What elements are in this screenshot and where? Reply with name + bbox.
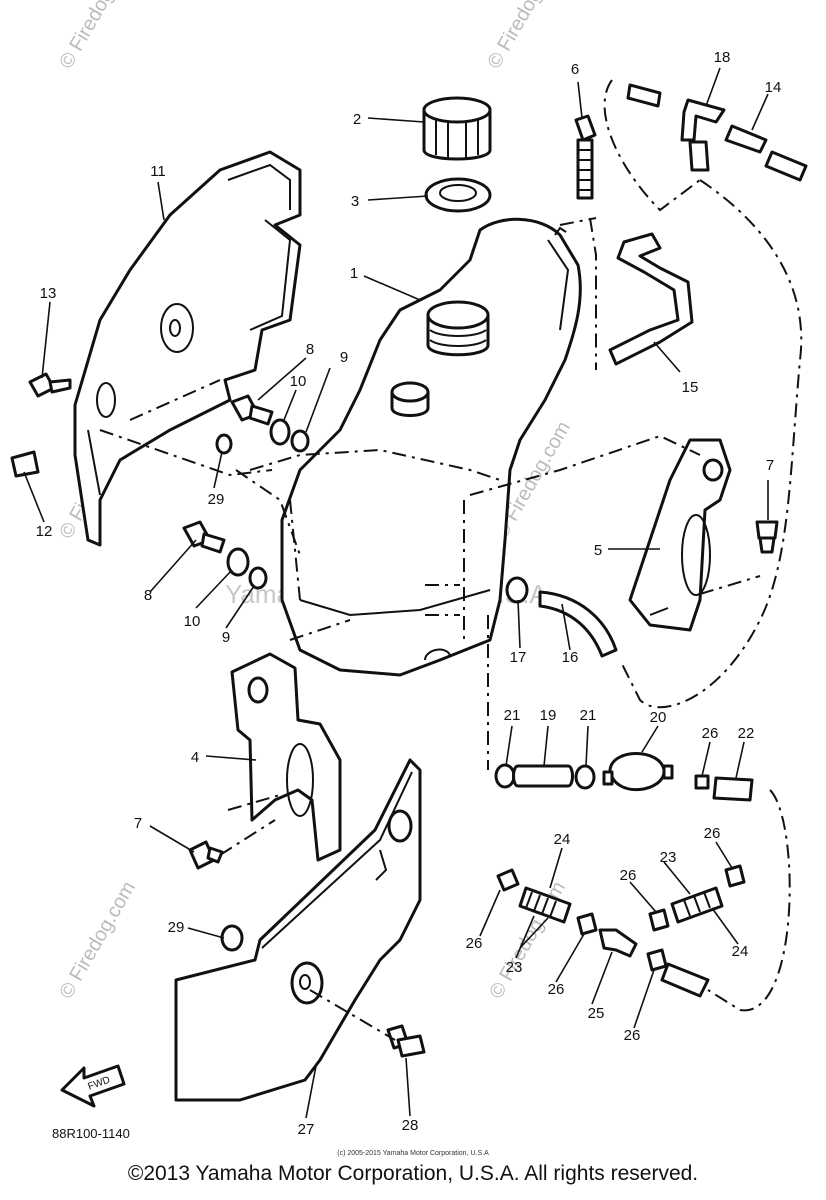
gasket-3: [424, 177, 492, 213]
part-label: 2: [353, 111, 361, 128]
part-label: 26: [620, 867, 637, 884]
part-label: 18: [714, 49, 731, 66]
part-label: 1: [350, 265, 358, 282]
part-label: 14: [765, 79, 782, 96]
part-label: 9: [340, 349, 348, 366]
part-label: 16: [562, 649, 579, 666]
diagram-code: 88R100-1140: [52, 1126, 130, 1141]
part-label: 26: [704, 825, 721, 842]
watermark-firedog: © Firedog.com: [483, 0, 568, 73]
part-label: 6: [571, 61, 579, 78]
bolt-8-upper: [230, 394, 274, 426]
washer-10-upper: [269, 418, 291, 446]
part-label: 26: [624, 1027, 641, 1044]
part-label: 7: [134, 815, 142, 832]
clamp-17: [505, 576, 529, 604]
part-label: 28: [402, 1117, 419, 1134]
part-label: 20: [650, 709, 667, 726]
part-label: 23: [660, 849, 677, 866]
part-label: 21: [504, 707, 521, 724]
clip-12: [10, 450, 40, 478]
vent-hose-14-18: [626, 83, 808, 182]
fuel-hose-16: [538, 590, 618, 658]
part-label: 12: [36, 523, 53, 540]
part-label: 7: [766, 457, 774, 474]
part-label: 13: [40, 285, 57, 302]
part-label: 23: [506, 959, 523, 976]
vent-hose-15: [608, 232, 694, 366]
part-label: 3: [351, 193, 359, 210]
grommet-29-upper: [215, 433, 233, 455]
part-label: 15: [682, 379, 699, 396]
part-number-labels: 1 2 3 4 5 6 7 7 8 8 9 9 10 10 11 12 13 1…: [36, 49, 782, 1138]
part-label: 24: [732, 943, 749, 960]
part-label: 26: [702, 725, 719, 742]
grommet-29-lower: [220, 924, 244, 952]
bolt-7-right: [755, 520, 779, 554]
bolt-8-lower: [182, 520, 226, 554]
part-label: 24: [554, 831, 571, 848]
part-label: 25: [588, 1005, 605, 1022]
part-label: 11: [150, 163, 166, 180]
part-label: 26: [548, 981, 565, 998]
small-copyright: (c) 2005-2015 Yamaha Motor Corporation, …: [337, 1150, 489, 1157]
routing-lines: [99, 79, 803, 1041]
part-label: 27: [298, 1121, 315, 1138]
side-cover-left: [73, 150, 302, 547]
watermark-firedog: © Firedog.com: [55, 0, 140, 73]
bolt-13: [28, 372, 72, 398]
leader-lines: [23, 67, 769, 1119]
part-label: 22: [738, 725, 755, 742]
grommet-9-upper: [290, 429, 310, 453]
fuel-tank-1: [249, 217, 582, 677]
part-label: 26: [466, 935, 483, 952]
bracket-5: [628, 438, 732, 632]
bolt-7-left: [188, 840, 224, 870]
part-label: 19: [540, 707, 557, 724]
part-label: 5: [594, 542, 602, 559]
part-label: 4: [191, 749, 199, 766]
copyright-notice: ©2013 Yamaha Motor Corporation, U.S.A. A…: [127, 1162, 699, 1185]
part-label: 29: [208, 491, 225, 508]
washer-10-lower: [226, 547, 250, 577]
side-cover-27: [174, 758, 422, 1102]
fuel-filter-line: [494, 752, 754, 802]
part-label: 8: [306, 341, 314, 358]
part-label: 21: [580, 707, 597, 724]
part-label: 29: [168, 919, 185, 936]
part-label: 10: [184, 613, 201, 630]
bracket-4: [230, 652, 342, 862]
part-label: 8: [144, 587, 152, 604]
watermark-firedog: © Firedog.com: [55, 878, 140, 1003]
part-label: 17: [510, 649, 527, 666]
part-label: 10: [290, 373, 307, 390]
fuel-line-lower: [496, 864, 746, 998]
fuel-cap-2: [422, 96, 492, 161]
grommet-9-lower: [248, 566, 268, 590]
bolt-28: [386, 1024, 426, 1058]
fwd-arrow-icon: FWD: [60, 1064, 126, 1108]
part-label: 9: [222, 629, 230, 646]
vent-valve-6: [574, 114, 597, 200]
